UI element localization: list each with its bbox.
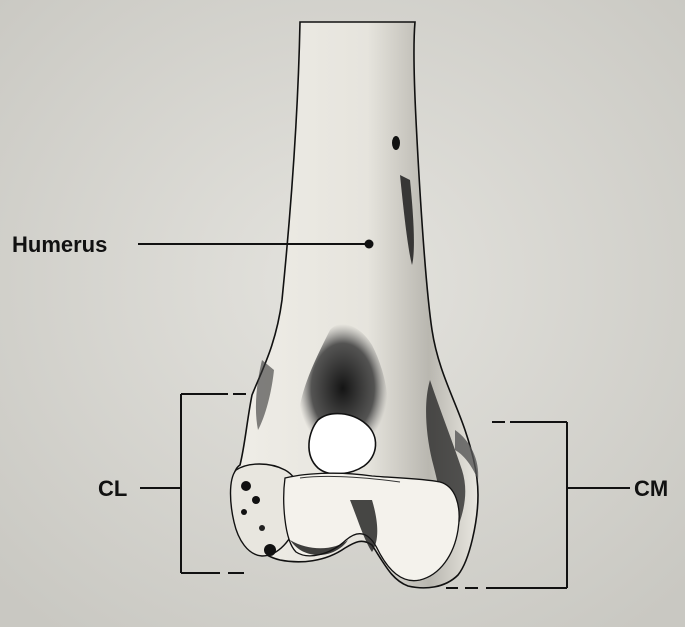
humerus-leader-dot <box>365 240 374 249</box>
nutrient-foramen <box>392 136 400 150</box>
supratrochlear-foramen <box>309 414 376 474</box>
condyle-spot <box>241 481 251 491</box>
humerus-label: Humerus <box>12 232 107 257</box>
cm-label: CM <box>634 476 668 501</box>
condyle-spot <box>241 509 247 515</box>
condyle-spot <box>252 496 260 504</box>
condyle-spot <box>259 525 265 531</box>
cl-label: CL <box>98 476 127 501</box>
condyle-spot <box>264 544 276 556</box>
